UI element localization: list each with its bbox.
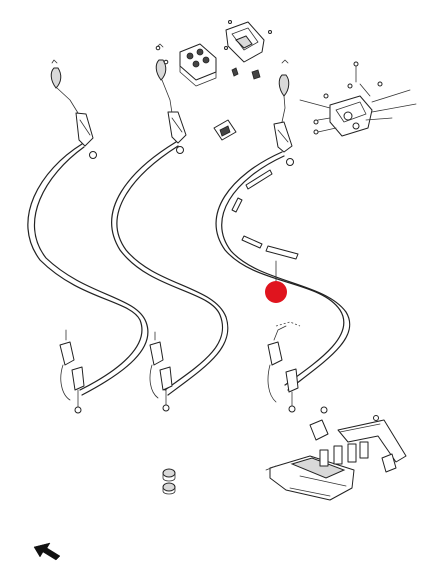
- wire-right-grommet: [286, 158, 294, 166]
- relay-pin-1: [319, 449, 329, 467]
- grommet-caps[interactable]: [162, 468, 176, 495]
- relay-pin-2: [333, 445, 343, 465]
- sleeve-1: [245, 169, 273, 190]
- wire-mid-terminal-1: [149, 341, 164, 366]
- wire-left-grommet: [89, 151, 97, 159]
- relay-block-assembly[interactable]: [265, 406, 407, 501]
- wire-left-cable-a: [27, 143, 143, 391]
- highlight-marker[interactable]: [265, 281, 287, 303]
- wire-mid-cable-b: [116, 145, 229, 396]
- wire-mid-terminal-2: [159, 366, 173, 391]
- wire-right-clip: [273, 121, 293, 153]
- wire-mid-cable-a: [111, 141, 224, 391]
- cover-bracket-part[interactable]: [224, 20, 272, 80]
- sleeve-3: [241, 235, 263, 249]
- mounting-bracket-assembly[interactable]: [299, 61, 417, 137]
- connector-bracket-part[interactable]: [213, 119, 237, 141]
- wire-left-rod: [56, 87, 79, 114]
- relay-clip-left: [309, 419, 329, 441]
- wire-right-terminal-2: [285, 368, 299, 393]
- wire-right-terminal-1: [267, 341, 283, 366]
- sleeve-4: [265, 245, 299, 260]
- relay-block-upper: [337, 419, 407, 463]
- wire-right-boot-cap: [278, 74, 290, 97]
- wire-right-tip: [281, 59, 289, 64]
- wire-left-boot-cap: [50, 67, 62, 89]
- wire-right-rod: [281, 95, 286, 123]
- wire-mid-grommet: [176, 146, 184, 154]
- wire-mid-clip: [167, 111, 187, 144]
- spark-plug-wire-left[interactable]: [27, 59, 149, 414]
- grommet-cap-2: [162, 482, 176, 492]
- grommet-cap-1: [162, 468, 176, 478]
- spark-plug-wire-middle[interactable]: [111, 43, 229, 412]
- sleeve-2: [231, 197, 243, 213]
- wire-left-terminal-2: [71, 366, 85, 391]
- wire-right-cable-b: [221, 155, 351, 391]
- wire-mid-rod: [161, 79, 173, 114]
- wire-left-cable-b: [33, 146, 149, 396]
- spark-plug-wire-right[interactable]: [215, 59, 351, 413]
- direction-arrow-icon: [33, 542, 61, 561]
- coil-pack-part[interactable]: [155, 43, 217, 87]
- wire-left-tip: [51, 59, 58, 64]
- wire-left-clip: [75, 112, 94, 147]
- wire-left-terminal-1: [59, 341, 75, 366]
- relay-clip-right: [381, 453, 397, 473]
